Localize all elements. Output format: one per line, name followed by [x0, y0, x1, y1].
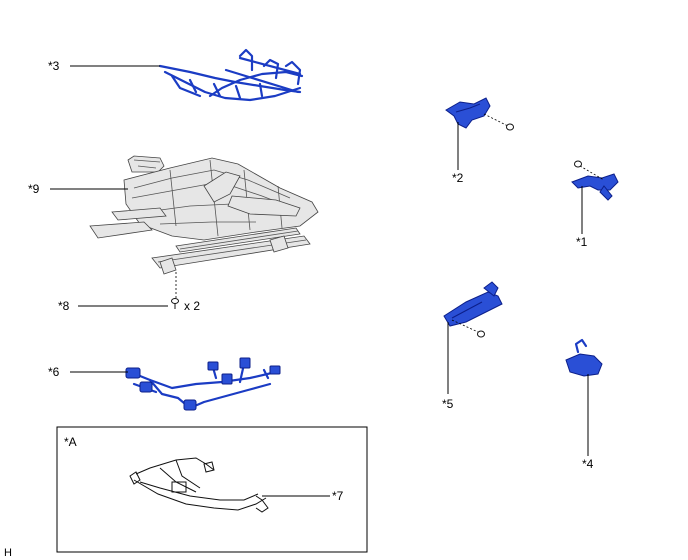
bracket-part-1	[571, 173, 619, 201]
corner-mark: H	[4, 547, 12, 559]
callout-4: *4	[582, 457, 594, 471]
callout-3: *3	[48, 59, 60, 73]
callout-5: *5	[442, 397, 454, 411]
seat-spring-part	[158, 48, 304, 102]
bracket-part-2	[445, 97, 491, 129]
callout-7: *7	[332, 489, 344, 503]
callout-6: *6	[48, 365, 60, 379]
callout-9: *9	[28, 182, 40, 196]
callout-1: *1	[576, 235, 588, 249]
install-path-2	[483, 113, 509, 127]
bolt-part-1	[574, 160, 582, 168]
seat-frame-part	[89, 155, 319, 275]
callout-8: *8	[58, 299, 70, 313]
bracket-part-5	[443, 281, 503, 327]
wire-harness-part	[125, 357, 281, 411]
bolt-part-2	[506, 123, 514, 131]
inset-label: *A	[64, 435, 77, 449]
seat-wire-part-7	[129, 457, 269, 513]
bolt-part-8	[171, 298, 179, 309]
bracket-part-4	[565, 338, 603, 377]
bolt-part-5	[477, 330, 485, 338]
quantity-8: x 2	[184, 299, 200, 313]
inset-frame	[56, 426, 368, 553]
callout-2: *2	[452, 171, 464, 185]
install-path-1	[579, 165, 605, 181]
install-path-5	[451, 319, 479, 333]
